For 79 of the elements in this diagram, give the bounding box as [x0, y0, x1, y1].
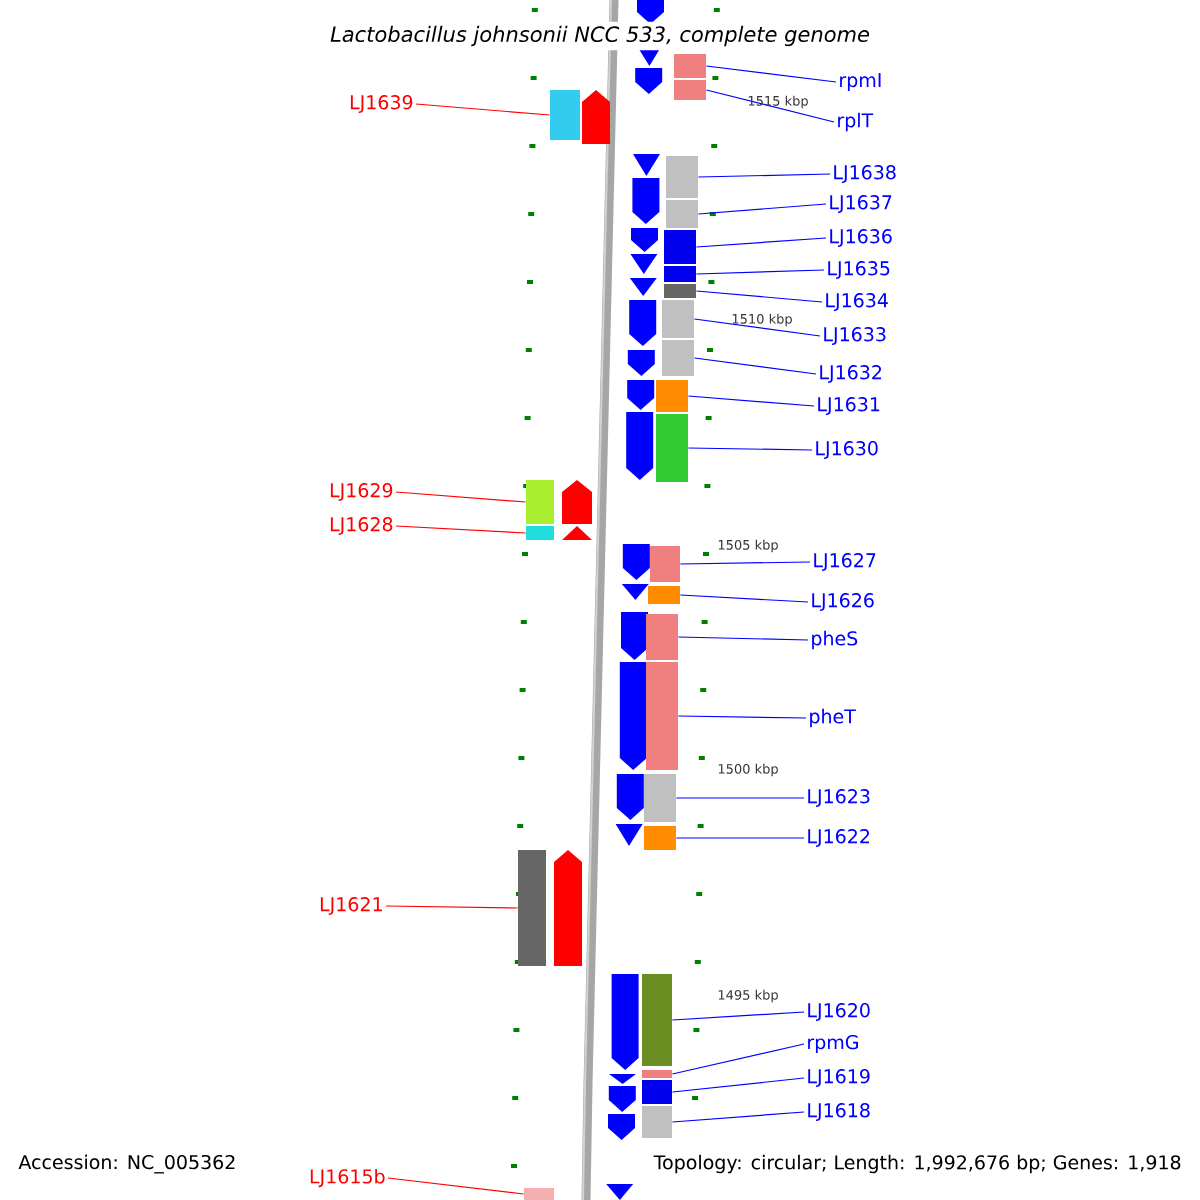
- gene-bar: [518, 850, 546, 966]
- leader-line: [671, 1043, 805, 1075]
- gene-label: LJ1635: [828, 261, 890, 279]
- gene-bar: [674, 80, 706, 100]
- gene-bar: [642, 1106, 672, 1138]
- gene-bar: [664, 266, 696, 282]
- gene-bar: [550, 90, 580, 140]
- gene-label: rplT: [838, 112, 874, 132]
- gene-label: LJ1618: [808, 1103, 870, 1121]
- gene-label: pheT: [810, 708, 856, 728]
- gene-bar: [666, 156, 698, 198]
- leader-line: [705, 65, 837, 83]
- leader-line: [387, 1177, 525, 1195]
- gene-bar: [646, 614, 678, 660]
- gene-bar: [662, 300, 694, 338]
- leader-line: [395, 491, 527, 503]
- gene-bar: [644, 826, 676, 850]
- gene-label: LJ1623: [808, 789, 870, 807]
- gene-bar: [664, 284, 696, 298]
- leader-line: [695, 290, 823, 303]
- gene-label: LJ1631: [818, 397, 880, 415]
- gene-bar: [648, 586, 680, 604]
- gene-label: LJ1638: [834, 165, 896, 183]
- gene-label: pheS: [812, 630, 858, 650]
- gene-bar: [642, 1070, 672, 1078]
- leader-line: [677, 636, 809, 641]
- leader-line: [687, 447, 813, 451]
- leader-line: [693, 357, 817, 375]
- gene-label: LJ1615b: [310, 1168, 385, 1188]
- gene-label: LJ1630: [816, 441, 878, 459]
- gene-bar: [656, 380, 688, 412]
- leader-line: [697, 203, 827, 215]
- gene-label: LJ1637: [830, 195, 892, 213]
- gene-bar: [526, 480, 554, 524]
- leader-line: [695, 269, 825, 275]
- leader-line: [671, 1077, 805, 1093]
- accession-text: Accession: NC_005362: [18, 1154, 235, 1174]
- gene-bar: [674, 54, 706, 78]
- gene-label: rpmG: [808, 1034, 858, 1054]
- gene-label: LJ1639: [350, 95, 413, 113]
- leader-line: [415, 103, 551, 116]
- gene-label: LJ1621: [320, 897, 382, 915]
- leader-line: [671, 1111, 805, 1123]
- gene-bar: [644, 774, 676, 822]
- gene-label: LJ1619: [808, 1069, 870, 1087]
- leader-line: [697, 173, 831, 178]
- leader-line: [395, 525, 527, 534]
- gene-bar: [642, 974, 672, 1066]
- gene-bar: [642, 1080, 672, 1104]
- gene-bar: [650, 546, 680, 582]
- gene-label: LJ1629: [330, 483, 393, 501]
- leader-line: [679, 594, 809, 603]
- leader-line: [695, 237, 827, 248]
- gene-label: LJ1627: [814, 553, 876, 571]
- leader-line: [385, 905, 519, 909]
- gene-bar: [524, 1188, 554, 1200]
- gene-bar: [662, 340, 694, 376]
- leader-line: [671, 1011, 805, 1021]
- gene-label: LJ1620: [808, 1003, 870, 1021]
- gene-label: LJ1636: [830, 229, 892, 247]
- leader-line: [679, 561, 811, 565]
- leader-line: [693, 318, 821, 337]
- leader-line: [705, 89, 835, 123]
- title: Lactobacillus johnsonii NCC 533, complete genome: [326, 21, 874, 51]
- gene-label: LJ1632: [820, 365, 882, 383]
- leader-line: [687, 395, 815, 407]
- gene-bar: [526, 526, 554, 540]
- gene-label: LJ1634: [826, 293, 888, 311]
- leader-line: [677, 715, 807, 719]
- gene-label: rpmI: [840, 73, 881, 91]
- gene-label: LJ1622: [808, 829, 870, 847]
- leader-line: [675, 837, 805, 839]
- gene-bar: [656, 414, 688, 482]
- gene-label: LJ1633: [824, 327, 886, 345]
- gene-label: LJ1626: [812, 593, 874, 611]
- summary-text: Topology: circular; Length: 1,992,676 bp; Genes: 1,918: [651, 1152, 1184, 1176]
- leader-line: [675, 797, 805, 799]
- gene-bar: [666, 200, 698, 228]
- gene-label: LJ1628: [330, 517, 393, 535]
